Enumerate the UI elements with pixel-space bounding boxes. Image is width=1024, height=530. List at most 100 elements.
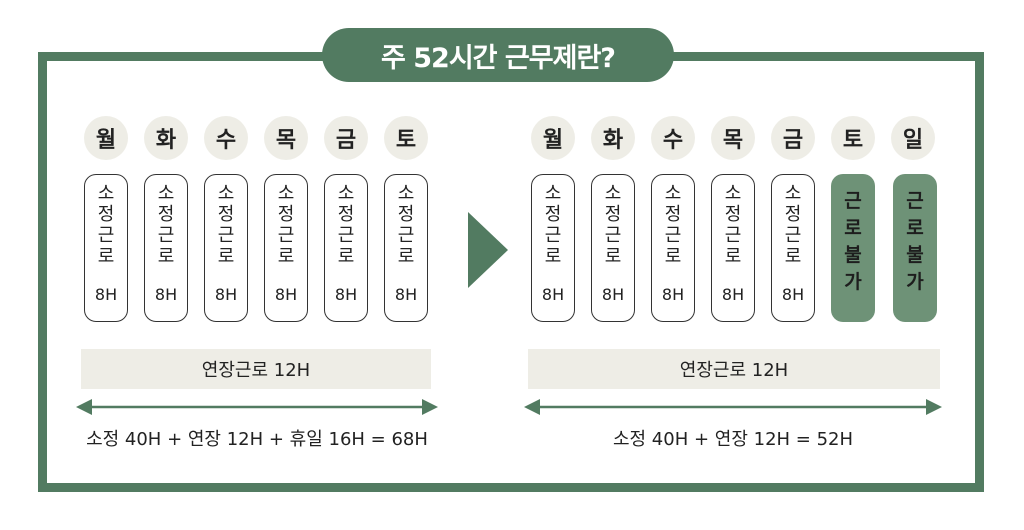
work-char: 소 bbox=[397, 183, 415, 204]
transition-arrow-icon bbox=[468, 212, 508, 288]
left-day-sat: 토 bbox=[384, 116, 428, 160]
work-char: 정 bbox=[157, 204, 175, 225]
right-day-sat: 토 bbox=[831, 116, 875, 160]
left-day-fri: 금 bbox=[324, 116, 368, 160]
work-hours: 8H bbox=[214, 285, 238, 304]
left-double-arrow bbox=[76, 399, 438, 415]
work-char: 로 bbox=[784, 246, 802, 267]
work-char: 소 bbox=[337, 183, 355, 204]
right-double-arrow bbox=[524, 399, 942, 415]
left-day-row: 월 화 수 목 금 토 bbox=[84, 116, 444, 160]
left-day-thu: 목 bbox=[264, 116, 308, 160]
title-banner: 주 52시간 근무제란? bbox=[322, 28, 674, 82]
work-char: 근 bbox=[784, 225, 802, 246]
work-char: 로 bbox=[544, 246, 562, 267]
right-overtime-bar: 연장근로 12H bbox=[528, 349, 940, 389]
work-hours: 8H bbox=[274, 285, 298, 304]
work-char: 로 bbox=[277, 246, 295, 267]
work-char: 근 bbox=[217, 225, 235, 246]
work-char: 근 bbox=[97, 225, 115, 246]
work-char: 정 bbox=[337, 204, 355, 225]
work-char: 근 bbox=[337, 225, 355, 246]
work-char: 정 bbox=[97, 204, 115, 225]
work-char: 근 bbox=[157, 225, 175, 246]
work-char: 소 bbox=[217, 183, 235, 204]
right-formula: 소정 40H + 연장 12H = 52H bbox=[612, 429, 854, 450]
no-work-char: 가 bbox=[906, 271, 924, 293]
work-char: 소 bbox=[784, 183, 802, 204]
work-char: 정 bbox=[544, 204, 562, 225]
work-hours: 8H bbox=[781, 285, 805, 304]
work-char: 근 bbox=[724, 225, 742, 246]
work-char: 소 bbox=[97, 183, 115, 204]
right-day-mon: 월 bbox=[531, 116, 575, 160]
left-day-wed: 수 bbox=[204, 116, 248, 160]
work-char: 로 bbox=[604, 246, 622, 267]
work-char: 근 bbox=[664, 225, 682, 246]
left-overtime-label: 연장근로 12H bbox=[201, 360, 311, 381]
work-char: 정 bbox=[397, 204, 415, 225]
work-hours: 8H bbox=[661, 285, 685, 304]
work-hours: 8H bbox=[154, 285, 178, 304]
no-work-char: 가 bbox=[844, 271, 862, 293]
right-overtime-label: 연장근로 12H bbox=[679, 360, 789, 381]
work-hours: 8H bbox=[334, 285, 358, 304]
work-char: 로 bbox=[97, 246, 115, 267]
work-char: 근 bbox=[604, 225, 622, 246]
no-work-char: 불 bbox=[906, 244, 924, 266]
work-char: 소 bbox=[604, 183, 622, 204]
right-day-row: 월 화 수 목 금 토 일 bbox=[531, 116, 935, 160]
no-work-char: 로 bbox=[844, 217, 862, 239]
work-char: 로 bbox=[724, 246, 742, 267]
work-char: 정 bbox=[604, 204, 622, 225]
work-char: 로 bbox=[337, 246, 355, 267]
no-work-char: 근 bbox=[906, 190, 924, 212]
work-char: 정 bbox=[724, 204, 742, 225]
right-day-tue: 화 bbox=[591, 116, 635, 160]
right-day-thu: 목 bbox=[711, 116, 755, 160]
left-day-mon: 월 bbox=[84, 116, 128, 160]
work-char: 소 bbox=[277, 183, 295, 204]
left-formula: 소정 40H + 연장 12H + 휴일 16H = 68H bbox=[86, 429, 428, 450]
work-hours: 8H bbox=[394, 285, 418, 304]
left-overtime-bar: 연장근로 12H bbox=[81, 349, 431, 389]
work-char: 근 bbox=[397, 225, 415, 246]
work-char: 소 bbox=[544, 183, 562, 204]
work-char: 정 bbox=[217, 204, 235, 225]
no-work-char: 불 bbox=[844, 244, 862, 266]
work-char: 정 bbox=[277, 204, 295, 225]
work-char: 소 bbox=[664, 183, 682, 204]
work-hours: 8H bbox=[94, 285, 118, 304]
left-day-tue: 화 bbox=[144, 116, 188, 160]
work-char: 정 bbox=[784, 204, 802, 225]
work-char: 로 bbox=[397, 246, 415, 267]
no-work-char: 근 bbox=[844, 190, 862, 212]
work-char: 정 bbox=[664, 204, 682, 225]
work-hours: 8H bbox=[541, 285, 565, 304]
work-char: 소 bbox=[157, 183, 175, 204]
work-char: 로 bbox=[664, 246, 682, 267]
right-day-fri: 금 bbox=[771, 116, 815, 160]
title-text: 주 52시간 근무제란? bbox=[381, 42, 616, 74]
no-work-char: 로 bbox=[906, 217, 924, 239]
work-hours: 8H bbox=[601, 285, 625, 304]
work-hours: 8H bbox=[721, 285, 745, 304]
work-char: 로 bbox=[217, 246, 235, 267]
right-day-wed: 수 bbox=[651, 116, 695, 160]
work-char: 근 bbox=[544, 225, 562, 246]
